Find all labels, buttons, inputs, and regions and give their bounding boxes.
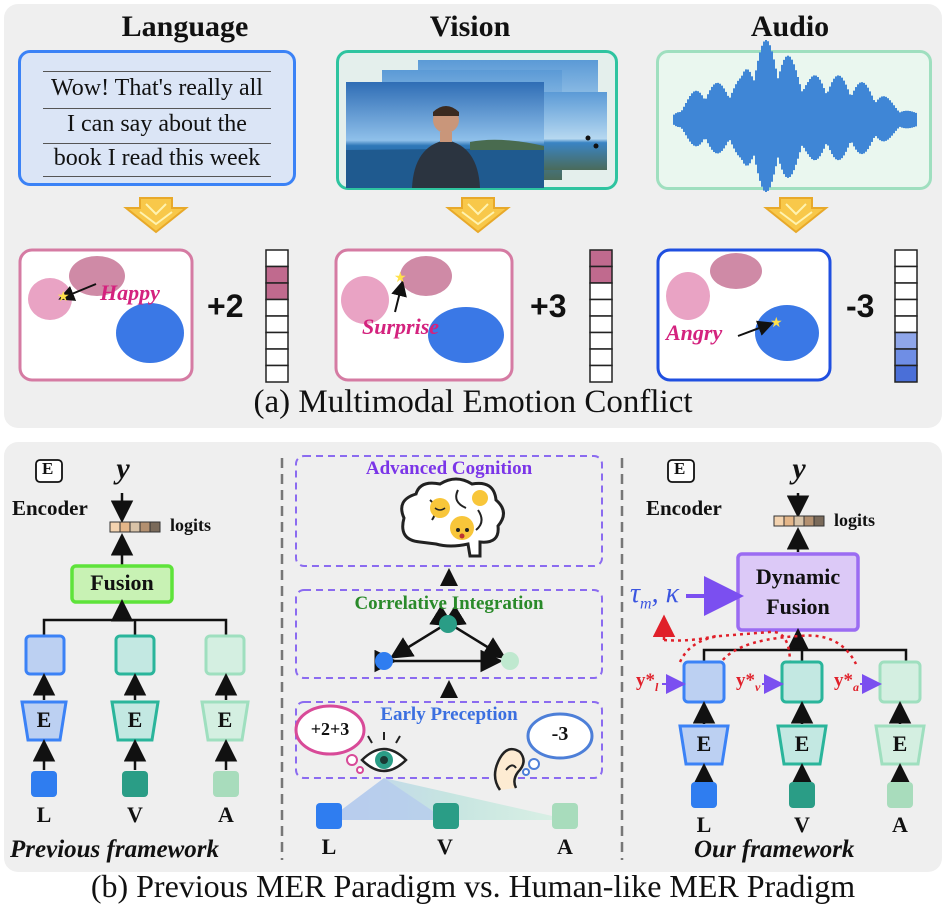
caption-a: (a) Multimodal Emotion Conflict [253,384,693,420]
output-y-right: y [792,452,806,485]
pseudo-label-a: y*a [834,670,859,694]
input-a-middle: A [557,834,573,859]
our-framework-diagram [652,459,926,808]
score-audio: -3 [846,288,875,324]
svg-text:★: ★ [394,271,407,286]
brain-icon [400,477,505,558]
caption-b: (b) Previous MER Paradigm vs. Human-like… [90,868,856,904]
emotion-label-surprise: Surprise [362,314,440,339]
emotion-space-vision: ★ [334,248,514,382]
pseudo-label-v: y*v [736,670,761,694]
thought-bubble-left [294,704,366,774]
score-language: +2 [207,288,244,324]
input-a-left: A [218,802,234,827]
encoder-v-right: E [794,731,810,756]
emotion-label-angry: Angry [666,320,723,345]
pseudo-label-l: y*l [636,670,659,694]
logits-label-right: logits [834,510,876,530]
encoder-l-left: E [36,707,52,732]
dynamic-fusion-line2: Fusion [766,594,830,619]
input-v-left: V [127,802,143,827]
stage-advanced-cognition: Advanced Cognition [365,458,533,479]
encoder-a-left: E [217,707,233,732]
eye-icon [360,732,408,773]
down-arrow-audio [763,197,829,234]
score-cell [894,364,918,383]
params-tau-kappa: τm, κ [630,578,680,613]
heading-vision: Vision [429,10,511,43]
human-like-diagram [294,455,603,829]
score-bar-vision [589,249,613,383]
input-v-right: V [794,812,810,837]
score-cell [589,364,613,383]
thought-bubble-right [522,712,594,776]
encoder-icon-left: E [42,459,54,478]
down-arrow-vision [445,197,511,234]
bubble-text-right: -3 [551,723,569,745]
encoder-v-left: E [127,707,143,732]
fusion-label: Fusion [90,570,154,595]
audio-waveform [673,40,917,192]
text-line-3: book I read this week [53,145,261,171]
logits-vector-right [773,515,825,527]
svg-text:★: ★ [770,316,783,331]
stage-correlative-integration: Correlative Integration [354,593,544,614]
text-line-2: I can say about the [67,111,247,137]
emotion-space-language: ★ [18,248,194,382]
encoder-a-right: E [892,731,908,756]
person-figure [412,106,480,188]
ear-icon [493,747,525,791]
input-l-right: L [696,812,712,837]
correlation-triangle [374,605,519,673]
heading-audio: Audio [750,10,830,43]
caption-previous-framework: Previous framework [10,836,220,863]
encoder-icon-right: E [674,459,686,478]
score-cell [265,364,289,383]
input-l-left: L [36,802,52,827]
emotion-space-audio: ★ [656,248,832,382]
dynamic-fusion-line1: Dynamic [755,564,841,589]
stage-early-perception: Early Preception [380,704,518,725]
language-text-card: Wow! That's really all I can say about t… [18,50,296,186]
encoder-l-right: E [696,731,712,756]
down-arrow-language [123,197,189,234]
score-bar-audio [894,249,918,383]
logits-vector-left [109,521,161,533]
text-line-1: Wow! That's really all [51,75,263,101]
encoder-label-left: Encoder [12,496,88,520]
score-vision: +3 [530,288,567,324]
input-v-middle: V [437,834,453,859]
video-frames [346,60,607,188]
score-bar-language [265,249,289,383]
heading-language: Language [121,10,249,43]
input-l-middle: L [321,834,337,859]
encoder-label-right: Encoder [646,496,722,520]
input-a-right: A [892,812,908,837]
caption-our-framework: Our framework [694,836,855,863]
bubble-text-left: +2+3 [310,719,350,739]
previous-framework-diagram [20,459,250,797]
output-y-left: y [116,452,130,485]
emotion-label-happy: Happy [100,280,160,305]
logits-label-left: logits [170,515,212,535]
svg-text:★: ★ [57,290,70,305]
